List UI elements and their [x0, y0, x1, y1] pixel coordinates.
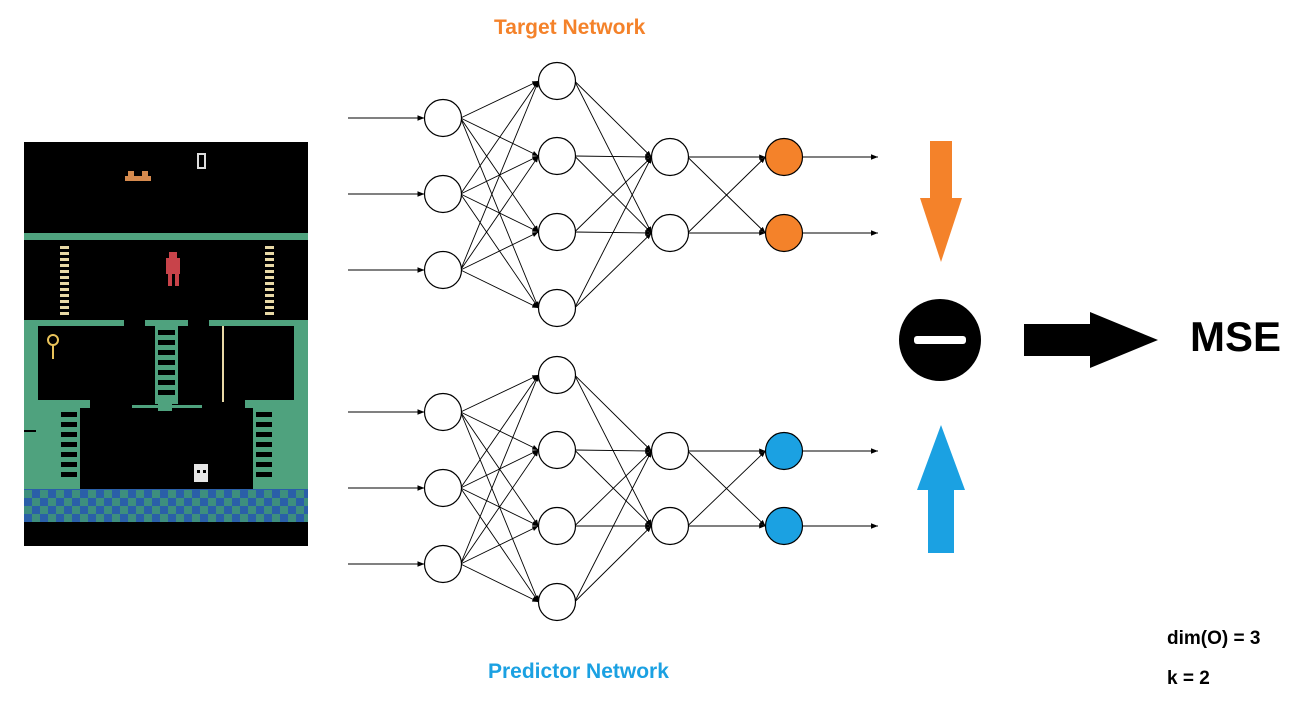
k-label: k = 2	[1167, 668, 1210, 689]
predictor-output-node	[764, 431, 804, 471]
target-connection	[687, 156, 766, 234]
target-output-node	[764, 137, 804, 177]
target-node	[650, 137, 690, 177]
game-screenshot	[24, 142, 308, 546]
mse-label: MSE	[1190, 313, 1282, 360]
target-connection	[460, 231, 539, 271]
target-network	[348, 61, 878, 328]
target-node	[650, 213, 690, 253]
predictor-connection	[460, 563, 539, 603]
target-node	[537, 61, 577, 101]
predictor-node	[537, 355, 577, 395]
predictor-connection	[574, 448, 652, 454]
target-node	[423, 250, 463, 290]
predictor-node	[650, 431, 690, 471]
predictor-node	[537, 506, 577, 546]
predictor-connection	[460, 374, 539, 565]
target-node	[537, 288, 577, 328]
target-connection	[460, 80, 539, 271]
predictor-connection	[574, 374, 652, 452]
target-connection	[460, 269, 539, 309]
target-connection	[574, 232, 652, 309]
target-connection	[460, 155, 539, 271]
predictor-connection	[460, 374, 539, 489]
target-node	[423, 174, 463, 214]
predictor-output-node	[764, 506, 804, 546]
target-output-node	[764, 213, 804, 253]
target-connection	[574, 80, 652, 234]
subtract-icon	[899, 299, 981, 381]
predictor-connection	[574, 450, 652, 603]
predictor-connection	[460, 449, 539, 565]
predictor-node	[423, 544, 463, 584]
right-arrow	[1024, 312, 1158, 368]
predictor-node	[423, 392, 463, 432]
observation-dim-label: dim(O) = 3	[1167, 628, 1261, 649]
predictor-connection	[574, 525, 652, 603]
predictor-up-arrow	[917, 425, 965, 553]
predictor-node	[537, 582, 577, 622]
target-down-arrow	[920, 141, 962, 262]
predictor-connection	[460, 374, 539, 413]
target-node	[537, 212, 577, 252]
target-connection	[574, 154, 652, 160]
predictor-node	[423, 468, 463, 508]
predictor-connection	[687, 450, 766, 527]
predictor-connection	[460, 525, 539, 565]
target-node	[423, 98, 463, 138]
target-connection	[460, 80, 539, 119]
predictor-connection	[574, 450, 652, 527]
target-connection	[574, 156, 652, 309]
target-network-title: Target Network	[494, 16, 646, 39]
target-connection	[574, 156, 652, 233]
predictor-node	[650, 506, 690, 546]
target-connection	[574, 80, 652, 158]
target-node	[537, 136, 577, 176]
target-connection	[460, 80, 539, 195]
predictor-node	[537, 430, 577, 470]
predictor-network	[348, 355, 878, 622]
predictor-network-title: Predictor Network	[488, 660, 669, 683]
